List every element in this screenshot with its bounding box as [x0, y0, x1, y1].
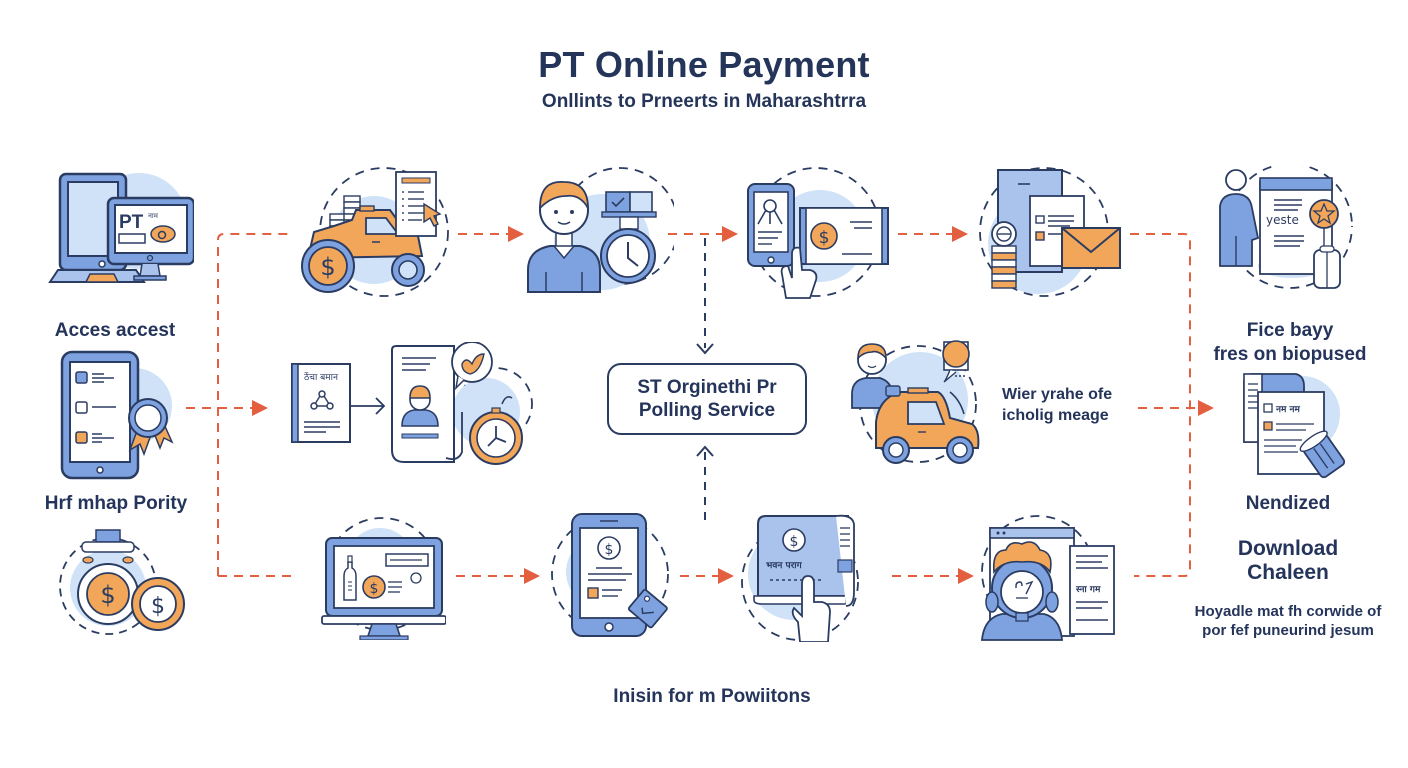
message-label: Wier yrahe ofe icholig meage [1002, 384, 1130, 426]
svg-text:$: $ [605, 542, 614, 558]
nendized-label: Nendized [1245, 493, 1331, 514]
money-bag-coin-icon: $ $ [59, 529, 185, 635]
footer-caption: Inisin for m Powiitons [613, 686, 811, 707]
certificate-label-line2: fres on biopused [1213, 344, 1367, 365]
svg-text:नाम: नाम [148, 212, 159, 220]
receipt-text: नम नम [1275, 405, 1301, 415]
desktop-payment-screen-icon: $ [321, 517, 446, 640]
form-to-profile-icon: ठेंचा बमान [291, 342, 533, 465]
certificate-label: Fice bayy fres on biopused [1200, 319, 1380, 367]
svg-text:$: $ [819, 228, 830, 248]
download-line2: Chaleen [1247, 561, 1329, 584]
service-box-line2: Polling Service [638, 400, 776, 421]
svg-text:$: $ [151, 594, 165, 619]
document-text: स्ना गम [1075, 585, 1101, 595]
download-note: Hoyadle mat fh corwide of por fef puneur… [1176, 602, 1400, 640]
driver-vehicle-chat-icon [851, 340, 980, 464]
polling-service-box: ST Orginethi Pr Polling Service [607, 363, 807, 435]
support-agent-document-icon: स्ना गम [981, 515, 1115, 641]
user-schedule-clock-icon [527, 167, 674, 293]
left-bracket-connector [217, 233, 288, 576]
svg-text:$: $ [320, 253, 335, 281]
download-note-line2: por fef puneurind jesum [1202, 622, 1374, 639]
person-certificate-star-icon: yeste [1219, 166, 1353, 289]
step-label-access: Acces accest [54, 320, 176, 341]
book-form-text: ठेंचा बमान [304, 371, 339, 383]
svg-text:$: $ [370, 581, 379, 597]
message-label-line2: icholig meage [1002, 407, 1109, 424]
svg-text:$: $ [790, 534, 799, 550]
tablet-checklist-badge-icon [60, 350, 174, 480]
receipt-download-icon: नम नम [1243, 373, 1346, 479]
message-label-line1: Wier yrahe ofe [1002, 386, 1113, 403]
documents-coins-mail-icon [979, 167, 1121, 297]
svg-text:$: $ [100, 581, 115, 609]
download-challan-heading: Download Chaleen [1196, 537, 1380, 585]
scroll-tap-payment-icon: $ भवन पराग [741, 514, 859, 642]
step-label-priority: Hrf mhap Pority [44, 493, 188, 514]
svg-text:PT: PT [119, 212, 144, 233]
diagram-subtitle: Onllints to Prneerts in Maharashtrra [541, 91, 867, 112]
scroll-text: भवन पराग [766, 561, 803, 571]
diagram-title: PT Online Payment [538, 44, 870, 85]
mobile-payment-card-icon: $ [747, 167, 889, 299]
computer-pt-portal-icon: PT नाम [48, 172, 194, 283]
vehicle-tax-invoice-icon: $ [301, 167, 449, 297]
certificate-label-line1: Fice bayy [1246, 320, 1334, 341]
right-bracket-connector [1130, 233, 1191, 577]
service-box-line1: ST Orginethi Pr [637, 377, 777, 398]
phone-receipt-tag-icon: $ [551, 513, 669, 637]
download-line1: Download [1237, 537, 1339, 560]
certificate-text: yeste [1266, 213, 1299, 227]
download-note-line1: Hoyadle mat fh corwide of [1194, 603, 1382, 620]
